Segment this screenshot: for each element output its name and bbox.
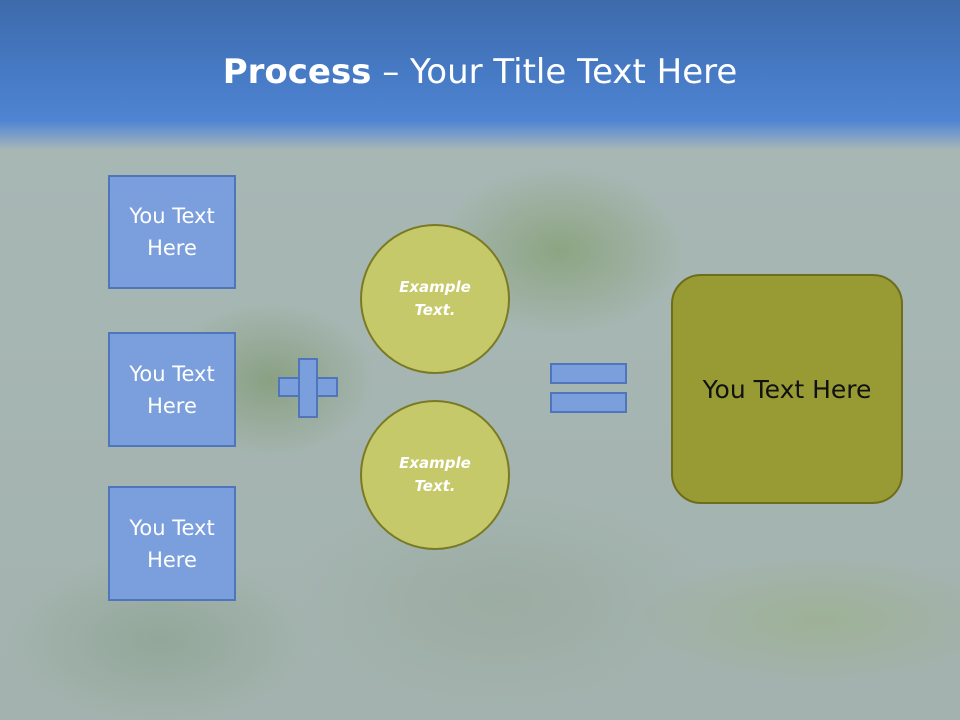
title-bold: Process: [222, 52, 372, 92]
text-box-3-label: You Text Here: [129, 515, 215, 572]
example-circle-2-label: Example Text.: [399, 454, 471, 495]
result-box[interactable]: You Text Here: [671, 274, 903, 504]
text-box-2-label: You Text Here: [129, 361, 215, 418]
equals-icon-bottom-bar: [550, 392, 627, 413]
text-box-2[interactable]: You Text Here: [108, 332, 236, 447]
header-band: [0, 0, 960, 150]
text-box-1-label: You Text Here: [129, 204, 215, 260]
text-box-1[interactable]: You Text Here: [108, 175, 236, 289]
slide-title: Process – Your Title Text Here: [0, 52, 960, 92]
equals-icon-top-bar: [550, 363, 627, 384]
result-box-label: You Text Here: [702, 374, 872, 404]
example-circle-2[interactable]: Example Text.: [360, 400, 510, 550]
plus-icon-center: [300, 379, 316, 395]
example-circle-1-label: Example Text.: [399, 278, 471, 319]
text-box-3[interactable]: You Text Here: [108, 486, 236, 601]
example-circle-1[interactable]: Example Text.: [360, 224, 510, 374]
title-rest: – Your Title Text Here: [371, 52, 738, 92]
